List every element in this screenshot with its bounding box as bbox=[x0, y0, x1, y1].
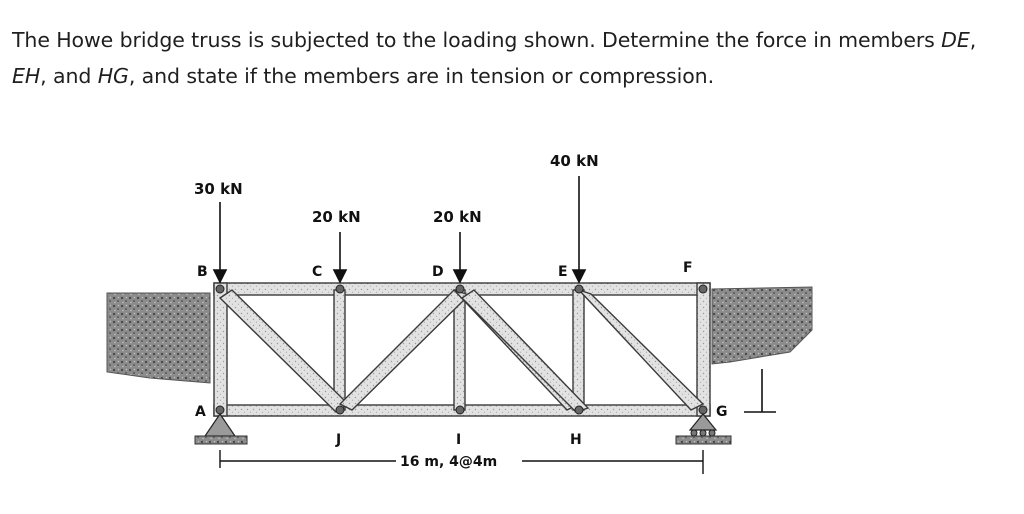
node-label-e: E bbox=[558, 264, 568, 280]
problem-line-2: EH, and HG, and state if the members are… bbox=[12, 58, 1012, 94]
problem-line-1: The Howe bridge truss is subjected to th… bbox=[12, 22, 1012, 58]
problem-text-1: The Howe bridge truss is subjected to th… bbox=[12, 28, 942, 52]
member-eh bbox=[572, 289, 585, 411]
pin-support-a bbox=[194, 412, 248, 445]
joint-j bbox=[335, 405, 345, 415]
joint-f bbox=[698, 284, 708, 294]
member-eh-ref: EH bbox=[12, 64, 41, 88]
member-he bbox=[578, 289, 705, 411]
joint-a bbox=[215, 405, 225, 415]
dimension-label: 16 m, 4@4m bbox=[400, 454, 497, 470]
joints bbox=[215, 284, 708, 415]
member-bj bbox=[218, 289, 350, 413]
truss-members bbox=[213, 282, 711, 417]
problem-text-4: , and state if the members are in tensio… bbox=[128, 64, 714, 88]
node-label-d: D bbox=[432, 264, 444, 280]
joint-c bbox=[335, 284, 345, 294]
member-hg-ref: HG bbox=[97, 64, 129, 88]
joint-d bbox=[455, 284, 465, 294]
node-label-c: C bbox=[312, 264, 322, 280]
joint-b bbox=[215, 284, 225, 294]
problem-text-2: , bbox=[969, 28, 977, 52]
joint-h bbox=[574, 405, 584, 415]
load-arrows bbox=[212, 176, 587, 284]
load-label-e: 40 kN bbox=[550, 152, 599, 170]
left-embankment bbox=[106, 292, 211, 384]
node-label-a: A bbox=[195, 404, 206, 420]
joint-g bbox=[698, 405, 708, 415]
node-label-f: F bbox=[683, 260, 693, 276]
support-reaction-mark bbox=[744, 369, 776, 413]
right-embankment bbox=[711, 286, 813, 365]
roller-support-g bbox=[675, 413, 732, 445]
dimension-line bbox=[219, 450, 704, 474]
load-label-d: 20 kN bbox=[433, 208, 482, 226]
member-de-ref: DE bbox=[941, 28, 970, 52]
member-ig bbox=[460, 289, 590, 413]
problem-text-3: , and bbox=[40, 64, 98, 88]
member-jd bbox=[338, 289, 468, 411]
member-fg bbox=[696, 282, 711, 417]
node-label-i: I bbox=[456, 432, 461, 448]
load-label-b: 30 kN bbox=[194, 180, 243, 198]
node-label-g: G bbox=[716, 404, 728, 420]
load-label-c: 20 kN bbox=[312, 208, 361, 226]
node-label-j: J bbox=[335, 432, 341, 448]
problem-statement: The Howe bridge truss is subjected to th… bbox=[12, 22, 1012, 94]
joint-i bbox=[455, 405, 465, 415]
node-label-h: H bbox=[570, 432, 582, 448]
joint-e bbox=[574, 284, 584, 294]
node-label-b: B bbox=[197, 264, 208, 280]
